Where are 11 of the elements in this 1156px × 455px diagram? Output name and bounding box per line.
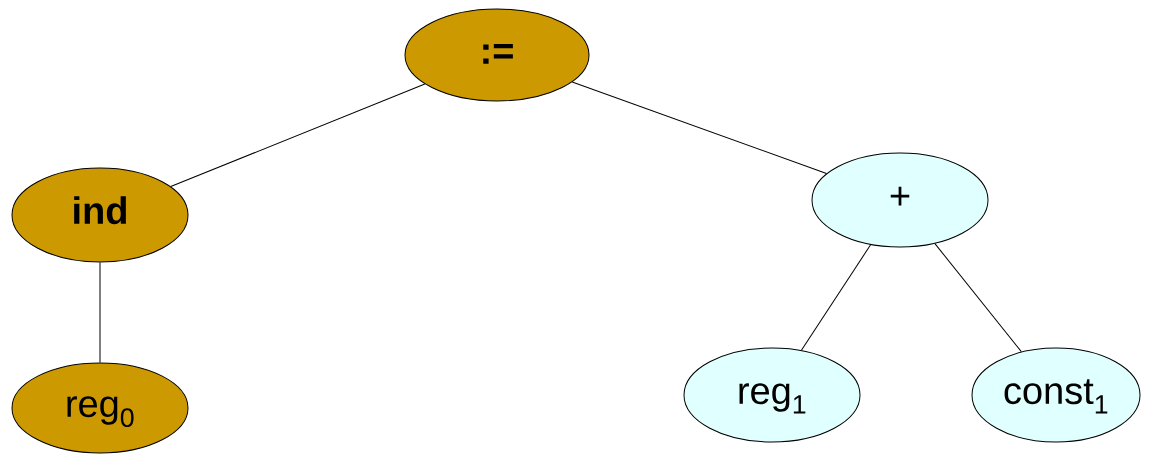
tree-edge bbox=[934, 243, 1022, 353]
tree-edge bbox=[170, 83, 426, 187]
tree-edge bbox=[571, 81, 827, 175]
tree-node: const$_{1}$ bbox=[971, 347, 1141, 443]
tree-node: reg$_{0}$ bbox=[11, 362, 189, 454]
tree-node: := bbox=[404, 8, 590, 102]
tree-node: + bbox=[811, 152, 989, 248]
tree-edge bbox=[800, 244, 872, 351]
tree-node: ind bbox=[11, 167, 189, 263]
tree-edge bbox=[99, 262, 101, 363]
tree-node: reg$_{1}$ bbox=[683, 347, 861, 443]
